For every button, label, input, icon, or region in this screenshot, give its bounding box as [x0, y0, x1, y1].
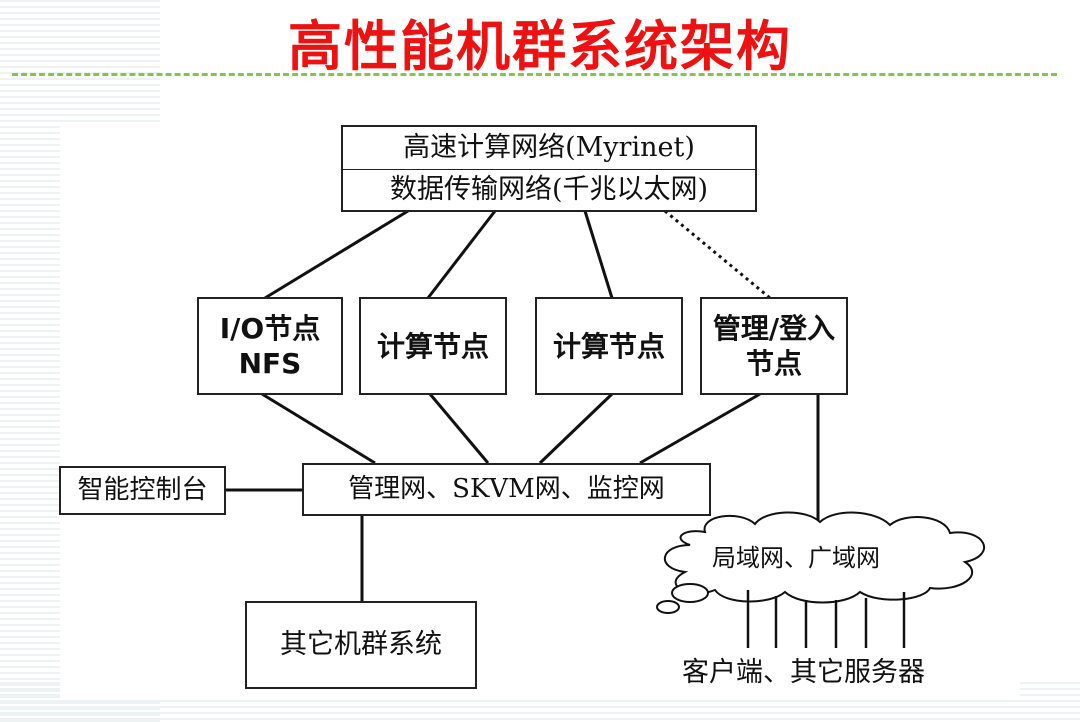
cloud-puff-2: [656, 600, 680, 614]
data-network-label: 数据传输网络(千兆以太网): [389, 174, 709, 206]
connector-io-mgmtnet: [261, 392, 376, 465]
io-node-sublabel: NFS: [238, 347, 302, 380]
clients-label: 客户端、其它服务器: [682, 657, 925, 688]
connector-compute1-mgmtnet: [428, 393, 490, 464]
mgmt-network-box: 管理网、SKVM网、监控网: [302, 463, 711, 516]
connector-network-mgmt: [664, 209, 771, 300]
compute-node-label-2: 计算节点: [552, 329, 665, 363]
cloud-shape: [664, 511, 986, 604]
cloud-label: 局域网、广域网: [712, 544, 880, 572]
cloud-puff-1: [671, 583, 709, 603]
compute-network-box: 高速计算网络(Myrinet): [341, 125, 757, 170]
io-node-label: I/O节点: [219, 312, 321, 345]
mgmt-node-box: 管理/登入 节点: [700, 297, 848, 395]
connector-compute2-mgmtnet: [538, 392, 614, 465]
compute-node-box-1: 计算节点: [359, 297, 507, 395]
connector-network-io: [264, 209, 409, 300]
title-divider: [12, 73, 1057, 76]
mgmt-node-label: 管理/登入: [712, 312, 836, 345]
connector-network-compute1: [426, 210, 497, 299]
io-node-box: I/O节点 NFS: [197, 297, 343, 395]
console-label: 智能控制台: [77, 475, 208, 506]
data-network-box: 数据传输网络(千兆以太网): [341, 169, 757, 212]
other-cluster-box: 其它机群系统: [245, 601, 477, 689]
compute-node-box-2: 计算节点: [535, 297, 683, 395]
connector-mgmt-mgmtnet: [639, 392, 761, 465]
mgmt-node-sublabel: 节点: [745, 347, 802, 380]
other-cluster-label: 其它机群系统: [280, 629, 442, 661]
compute-node-label-1: 计算节点: [376, 329, 489, 363]
page-title: 高性能机群系统架构: [288, 15, 792, 78]
mgmt-network-label: 管理网、SKVM网、监控网: [348, 474, 665, 505]
diagram-panel: [60, 125, 1020, 700]
compute-network-label: 高速计算网络(Myrinet): [403, 132, 695, 164]
console-box: 智能控制台: [59, 466, 226, 515]
connector-network-compute2: [583, 210, 614, 299]
